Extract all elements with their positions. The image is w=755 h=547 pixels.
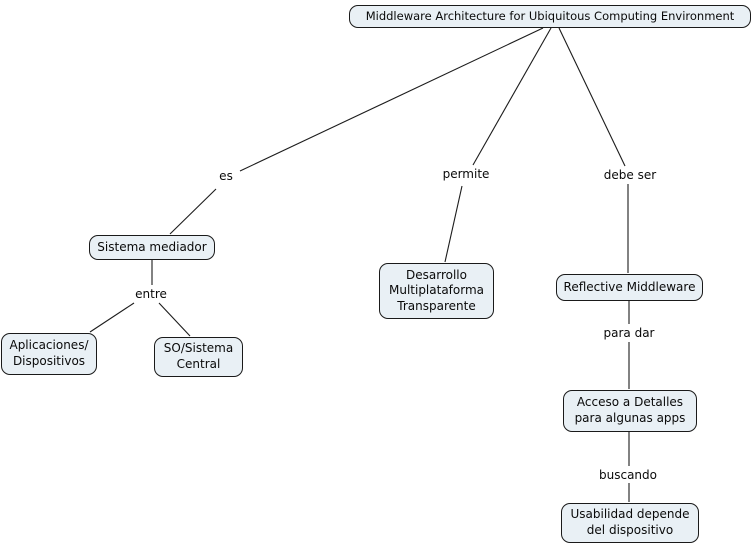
edge-root-to-permite-upper [472,27,552,166]
link-phrase-es[interactable]: es [217,169,235,183]
edge-entre-to-so-lower [158,302,191,337]
edge-entre-to-aplicaciones-lower [89,302,135,333]
link-phrase-buscando[interactable]: buscando [597,468,659,482]
concept-node-aplicaciones-dispositivos[interactable]: Aplicaciones/ Dispositivos [1,333,97,375]
concept-node-root[interactable]: Middleware Architecture for Ubiquitous C… [349,5,751,28]
edge-root-to-debeser-upper [558,27,626,167]
concept-node-acceso-detalles[interactable]: Acceso a Detalles para algunas apps [563,390,697,432]
concept-node-desarrollo-multiplataforma[interactable]: Desarrollo Multiplataforma Transparente [379,263,494,319]
edge-permite-to-desarrollo-lower [444,185,463,263]
link-phrase-debe-ser[interactable]: debe ser [601,168,659,182]
edge-es-to-sistema-lower [169,188,217,235]
concept-node-so-sistema-central[interactable]: SO/Sistema Central [154,337,243,377]
link-phrase-para-dar[interactable]: para dar [601,326,657,340]
edge-root-to-es-upper [239,27,544,172]
link-phrase-entre[interactable]: entre [133,287,169,301]
concept-node-sistema-mediador[interactable]: Sistema mediador [89,235,215,260]
link-phrase-permite[interactable]: permite [440,167,492,181]
concept-node-reflective-middleware[interactable]: Reflective Middleware [556,274,703,301]
concept-node-usabilidad[interactable]: Usabilidad depende del dispositivo [561,503,699,543]
